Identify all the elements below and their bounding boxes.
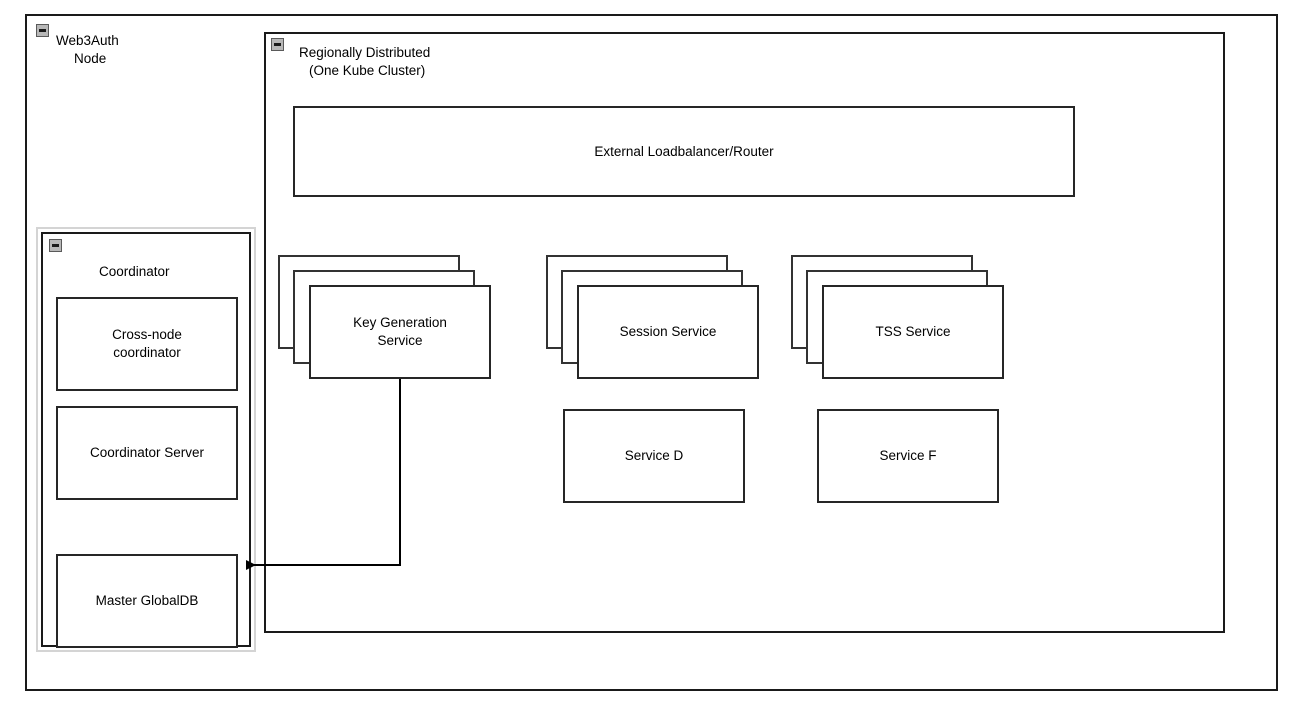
stack-tss-service[interactable]: TSS Service — [791, 255, 1004, 379]
label-kube-cluster: Regionally Distributed (One Kube Cluster) — [299, 44, 559, 80]
label-tss-service: TSS Service — [875, 324, 951, 340]
label-coordinator-server: Coordinator Server — [89, 445, 205, 461]
label-kube-cluster-line1: Regionally Distributed — [299, 45, 431, 60]
node-service-d[interactable]: Service D — [563, 409, 745, 503]
label-external-loadbalancer: External Loadbalancer/Router — [594, 143, 774, 159]
label-web3auth-node-line2: Node — [74, 51, 107, 67]
container-coordinator[interactable]: Coordinator Cross-node coordinator Coordi… — [36, 227, 256, 652]
label-key-generation-service-line1: Key Generation — [353, 315, 447, 331]
label-service-d: Service D — [624, 448, 684, 464]
collapse-icon-web3auth-node[interactable] — [36, 24, 49, 37]
node-session-service[interactable]: Session Service — [577, 285, 759, 379]
label-master-globaldb: Master GlobalDB — [95, 593, 199, 609]
label-cross-node-coordinator-line2: coordinator — [113, 345, 181, 360]
collapse-icon-kube-cluster[interactable] — [271, 38, 284, 51]
node-external-loadbalancer[interactable]: External Loadbalancer/Router — [293, 106, 1075, 197]
label-coordinator: Coordinator — [69, 245, 219, 300]
label-service-f: Service F — [879, 448, 937, 464]
collapse-icon-coordinator[interactable] — [49, 239, 62, 252]
label-session-service: Session Service — [619, 324, 717, 340]
label-kube-cluster-line2: (One Kube Cluster) — [309, 63, 426, 79]
node-cross-node-coordinator[interactable]: Cross-node coordinator — [56, 297, 238, 391]
minus-glyph — [274, 43, 281, 46]
label-key-generation-service-line2: Service — [377, 333, 423, 348]
label-cross-node-coordinator-line1: Cross-node — [112, 327, 182, 343]
label-web3auth-node-line1: Web3Auth — [56, 33, 119, 48]
node-master-globaldb[interactable]: Master GlobalDB — [56, 554, 238, 648]
label-cross-node-coordinator: Cross-node coordinator — [112, 326, 182, 361]
node-tss-service[interactable]: TSS Service — [822, 285, 1004, 379]
node-service-f[interactable]: Service F — [817, 409, 999, 503]
coordinator-inner-frame: Coordinator Cross-node coordinator Coordi… — [41, 232, 251, 648]
stack-session-service[interactable]: Session Service — [546, 255, 759, 379]
node-coordinator-server[interactable]: Coordinator Server — [56, 406, 238, 500]
minus-glyph — [52, 244, 59, 247]
minus-glyph — [39, 29, 46, 32]
label-coordinator-text: Coordinator — [99, 264, 170, 280]
